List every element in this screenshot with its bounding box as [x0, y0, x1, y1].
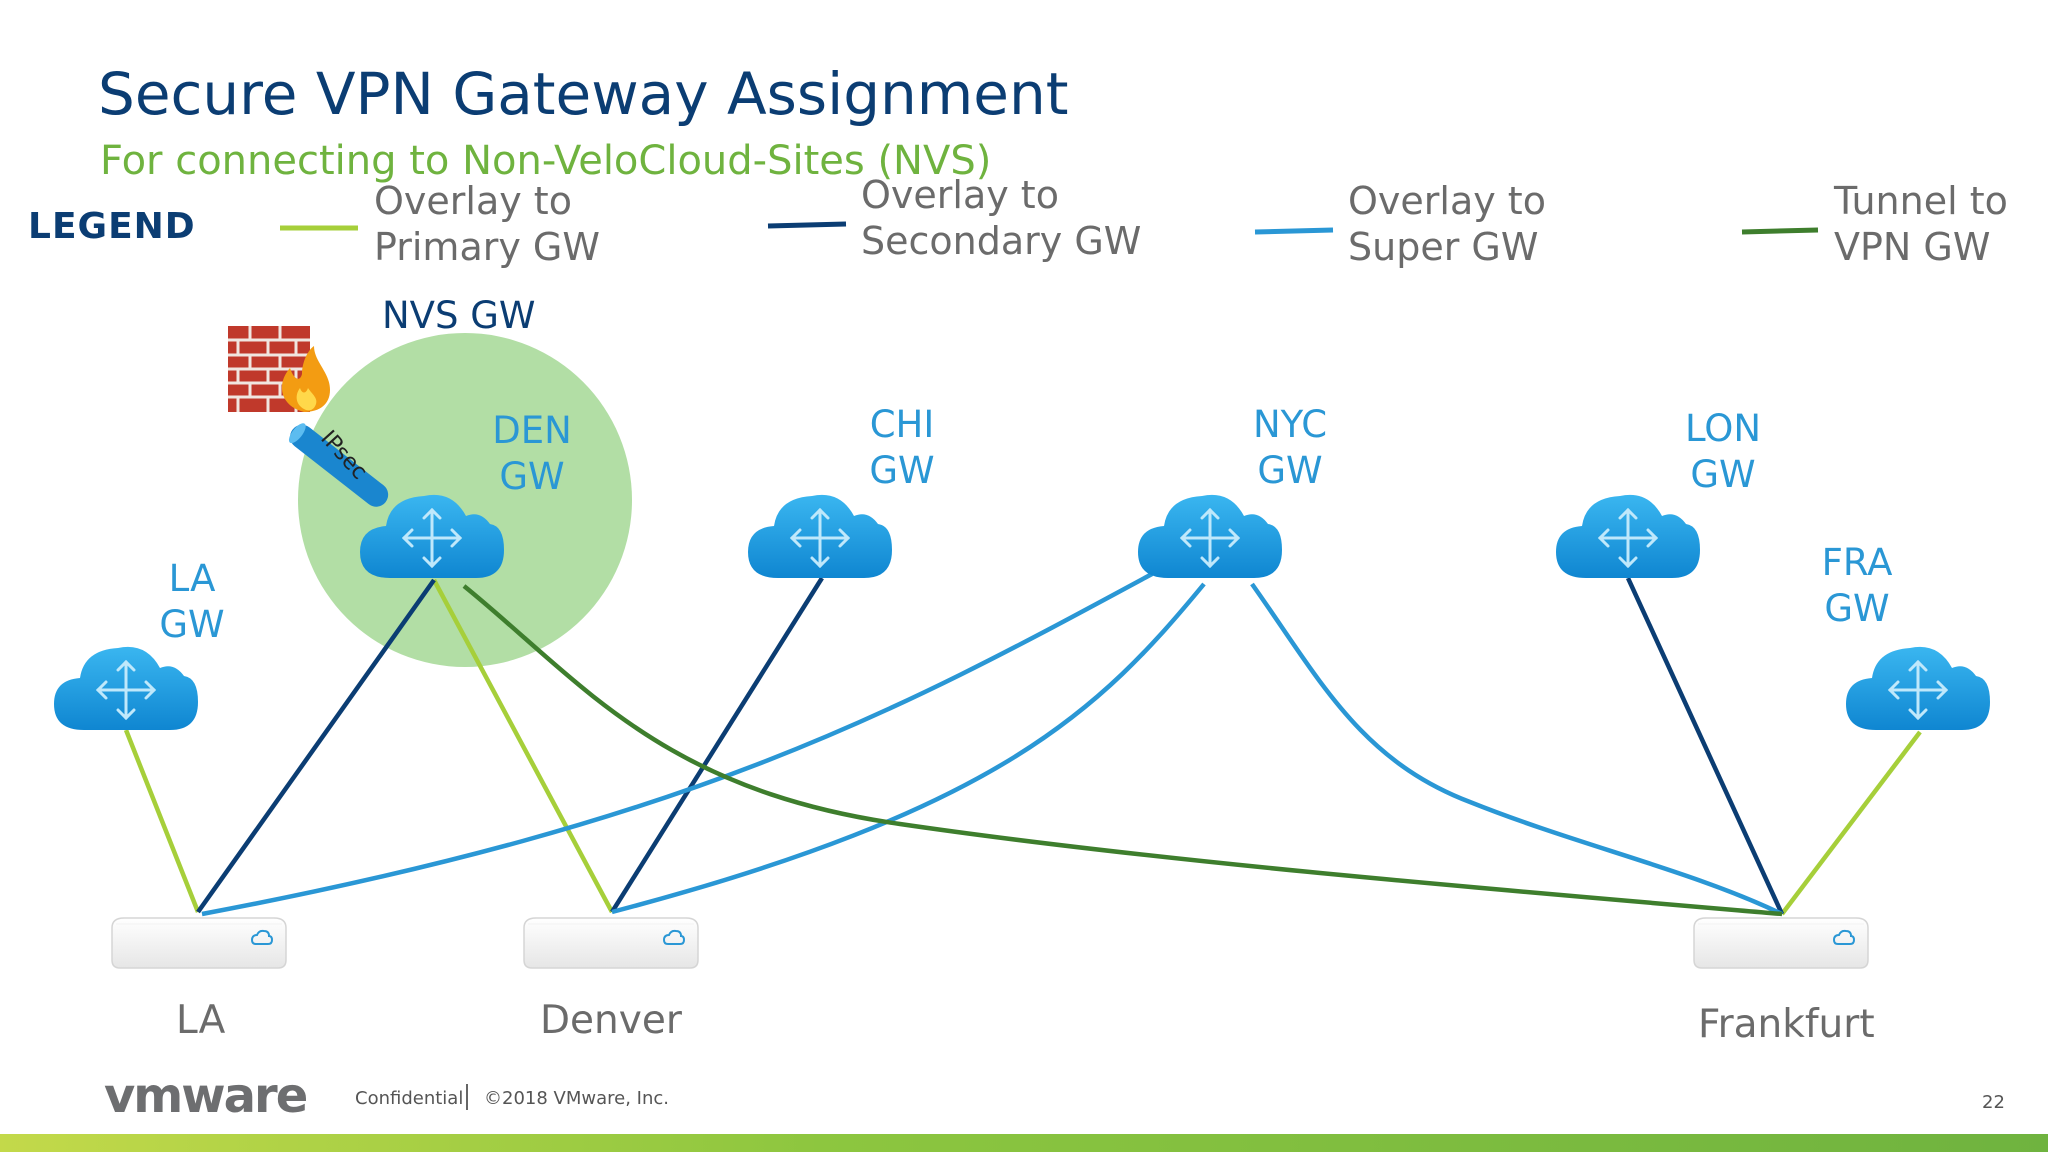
footer-separator [466, 1084, 468, 1110]
frankfurt-site-label: Frankfurt [1698, 1002, 1875, 1047]
footer-accent-bar [0, 1134, 2048, 1152]
footer-copyright: ©2018 VMware, Inc. [484, 1088, 669, 1109]
legend-line-super [1254, 227, 1334, 235]
slide-subtitle: For connecting to Non-VeloCloud-Sites (N… [100, 138, 992, 184]
denver-site-label: Denver [540, 998, 682, 1043]
legend-item-secondary-line2: Secondary GW [861, 219, 1142, 263]
nyc-gw-label-line1: NYC [1252, 403, 1328, 446]
legend-item-super-line2: Super GW [1348, 225, 1539, 269]
legend-item-primary-line1: Overlay to [374, 179, 572, 223]
la-gw-label: LA GW [150, 556, 234, 648]
chi-gw-cloud-icon[interactable] [746, 493, 894, 580]
link-chi-gw-to-denver-edge [610, 576, 824, 914]
chi-gw-label-line2: GW [869, 449, 935, 492]
la-site-label: LA [176, 998, 226, 1043]
la-gw-cloud-icon[interactable] [52, 645, 200, 732]
la-gw-label-line1: LA [168, 557, 216, 600]
link-den-gw-to-denver-edge [432, 578, 614, 914]
legend-item-super-line1: Overlay to [1348, 179, 1546, 223]
chi-gw-label: CHI GW [854, 402, 950, 494]
legend-item-secondary-line1: Overlay to [861, 173, 1059, 217]
slide-title: Secure VPN Gateway Assignment [98, 60, 1069, 128]
ipsec-tunnel-icon [288, 423, 389, 507]
den-gw-label: DEN GW [480, 408, 584, 500]
nyc-gw-label: NYC GW [1242, 402, 1338, 494]
legend-line-secondary [767, 221, 847, 229]
fra-gw-label-line1: FRA [1821, 541, 1893, 584]
link-nyc-gw-to-la-edge [201, 572, 1154, 917]
lon-gw-label-line2: GW [1690, 453, 1756, 496]
legend-label: LEGEND [28, 206, 196, 247]
legend-line-vpn [1741, 227, 1819, 235]
fra-gw-cloud-icon[interactable] [1844, 645, 1992, 732]
legend-item-primary: Overlay to Primary GW [374, 178, 600, 270]
link-la-gw-to-la-edge [123, 729, 201, 913]
la-edge-icon[interactable] [111, 917, 287, 969]
denver-edge-icon[interactable] [523, 917, 699, 969]
link-nyc-gw-to-denver-edge [611, 582, 1206, 915]
nyc-gw-cloud-icon[interactable] [1136, 493, 1284, 580]
link-fra-gw-to-frankfurt-edge [1780, 730, 1922, 916]
link-lon-gw-to-frankfurt-edge [1625, 577, 1785, 915]
nyc-gw-label-line2: GW [1257, 449, 1323, 492]
den-gw-label-line2: GW [499, 455, 565, 498]
legend-item-secondary: Overlay to Secondary GW [861, 172, 1141, 264]
den-gw-label-line1: DEN [492, 409, 572, 452]
page-number: 22 [1982, 1092, 2005, 1113]
legend-item-primary-line2: Primary GW [374, 225, 600, 269]
lon-gw-label-line1: LON [1684, 407, 1762, 450]
nvs-gw-zone [298, 333, 632, 667]
link-den-gw-to-la-edge [196, 578, 436, 914]
frankfurt-edge-icon[interactable] [1693, 917, 1869, 969]
firewall-icon [228, 326, 330, 412]
tunnel-den-gw-to-frankfurt-edge [462, 584, 1783, 917]
la-gw-label-line2: GW [159, 603, 225, 646]
lon-gw-label: LON GW [1672, 406, 1774, 498]
legend-item-super: Overlay to Super GW [1348, 178, 1546, 270]
legend-item-vpn-line1: Tunnel to [1834, 179, 2008, 223]
chi-gw-label-line1: CHI [869, 403, 935, 446]
fra-gw-label: FRA GW [1808, 540, 1906, 632]
legend-item-vpn-line2: VPN GW [1834, 225, 1991, 269]
link-nyc-gw-to-frankfurt-edge [1250, 582, 1783, 917]
vmware-logo: vmware [104, 1068, 308, 1124]
footer-confidential: Confidential [355, 1088, 464, 1109]
fra-gw-label-line2: GW [1824, 587, 1890, 630]
lon-gw-cloud-icon[interactable] [1554, 493, 1702, 580]
legend-item-vpn: Tunnel to VPN GW [1834, 178, 2008, 270]
nvs-gw-label: NVS GW [382, 294, 536, 337]
